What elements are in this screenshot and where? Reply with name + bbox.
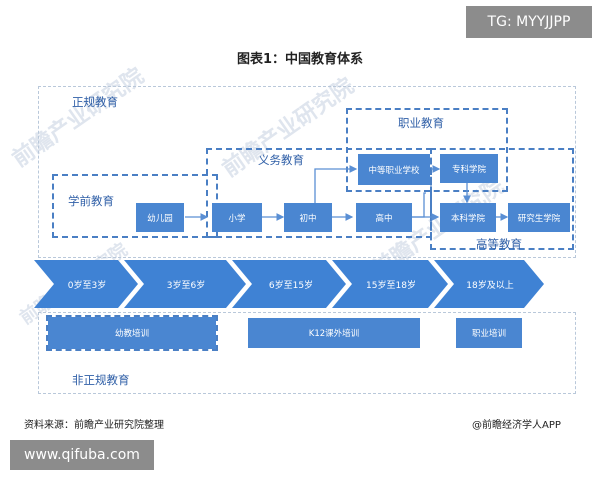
age-label-15-18: 15岁至18岁 [366,280,416,291]
age-label-6-15: 6岁至15岁 [268,280,314,291]
figure-title: 图表1：中国教育体系 [236,52,364,67]
age-arrow-3-6 [124,260,246,308]
credit-note: @前瞻经济学人APP [472,420,561,431]
informal-education-region [38,312,576,394]
early-training-group [46,315,218,351]
age-label-0-3: 0岁至3岁 [67,280,107,291]
junior-high-box: 初中 [284,203,332,232]
age-arrow-15-18 [332,260,448,308]
compulsory-label: 义务教育 [258,153,304,167]
age-arrow-18-plus [434,260,544,308]
age-arrow-6-15 [232,260,346,308]
informal-education-label: 非正规教育 [72,373,130,387]
higher-label: 高等教育 [476,237,522,251]
undergraduate-box: 本科学院 [440,203,496,232]
junior-college-box: 专科学院 [440,154,498,183]
higher-group [430,148,574,250]
vocational-training-box: 职业培训 [456,318,522,348]
k12-training-box: K12课外培训 [248,318,420,348]
source-note: 资料来源：前瞻产业研究院整理 [24,420,164,431]
age-arrow-0-3 [34,260,138,308]
vocational-label: 职业教育 [398,116,444,130]
kindergarten-box: 幼儿园 [136,203,184,232]
vocational-group [346,108,508,192]
age-label-18-plus: 18岁及以上 [466,280,514,291]
secondary-vocational-box: 中等职业学校 [358,154,430,185]
arrow-junior-vocational [314,165,358,203]
arrow-senior-college [412,192,426,218]
age-arrow-band [34,260,544,308]
primary-school-box: 小学 [212,203,262,232]
age-label-3-6: 3岁至6岁 [166,280,206,291]
early-education-training-box: 幼教培训 [48,317,216,349]
site-tag: www.qifuba.com [10,440,154,470]
preschool-label: 学前教育 [68,194,114,208]
formal-education-region [38,86,576,258]
senior-high-box: 高中 [356,203,412,232]
tg-tag: TG: MYYJJPP [466,6,592,38]
graduate-school-box: 研究生学院 [508,203,570,232]
formal-education-label: 正规教育 [72,95,118,109]
